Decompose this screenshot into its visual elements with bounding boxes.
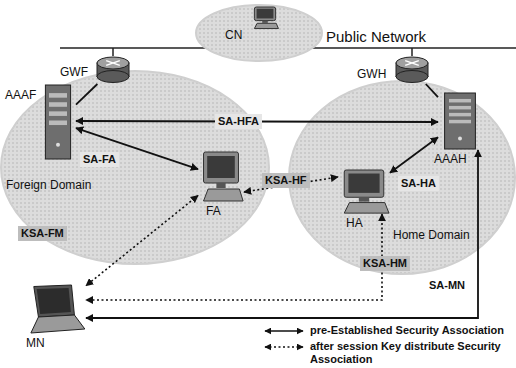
computer-icon [338,170,390,214]
legend-row: pre-Established Security Association [262,324,512,337]
legend-text: pre-Established Security Association [310,324,510,337]
aaa-server: AAAF [40,84,76,160]
node-label: GWH [357,67,386,81]
region-ellipse [1,71,269,264]
aaa-server: AAAH [438,92,482,150]
legend-row: after session Key distribute Security As… [262,340,512,366]
security-link [426,84,438,97]
laptop-icon [28,284,86,334]
edge-label: SA-MN [426,278,468,293]
gateway-uplink [411,48,413,56]
security-link [390,137,438,173]
node-label: AAAH [434,152,467,166]
edge-label: SA-HFA [215,114,262,129]
legend-line [265,330,303,332]
node-label: GWF [60,65,88,79]
node-label: AAAF [5,88,36,102]
edge-label: KSA-HF [262,173,310,188]
session-key-link [86,196,198,286]
security-link [76,128,198,169]
legend-line [265,346,303,348]
node-label: Foreign Domain [6,178,91,192]
agent-host: FA [198,152,244,202]
computer-icon [198,152,244,202]
computer-icon [251,7,279,29]
legend-sample [262,340,306,354]
mobile-node: MN [28,284,86,334]
security-link [76,84,97,105]
agent-host: HA [338,170,390,214]
session-key-link [86,214,382,300]
gateway-router: GWH [395,54,429,84]
server-icon [40,84,76,160]
router-icon [395,54,429,84]
legend-sample [262,324,306,338]
edge-label: SA-HA [398,176,439,191]
edge-label: SA-FA [80,152,119,167]
security-link [86,150,478,318]
region-ellipse [196,5,322,61]
edge-label: KSA-FM [18,226,67,241]
node-label: MN [26,336,45,350]
node-label: Home Domain [393,228,470,242]
network-label: Public Network [326,28,426,46]
gateway-uplink [112,48,114,56]
gateway-router: GWF [96,54,130,84]
legend-text: after session Key distribute Security As… [310,340,510,366]
region-ellipse [289,81,515,274]
server-icon [438,92,482,150]
node-label: FA [206,204,221,218]
router-icon [96,54,130,84]
node-label: CN [225,28,242,42]
node-label: HA [346,216,363,230]
correspondent-node: CN [195,4,323,62]
edge-label: KSA-HM [360,256,410,271]
